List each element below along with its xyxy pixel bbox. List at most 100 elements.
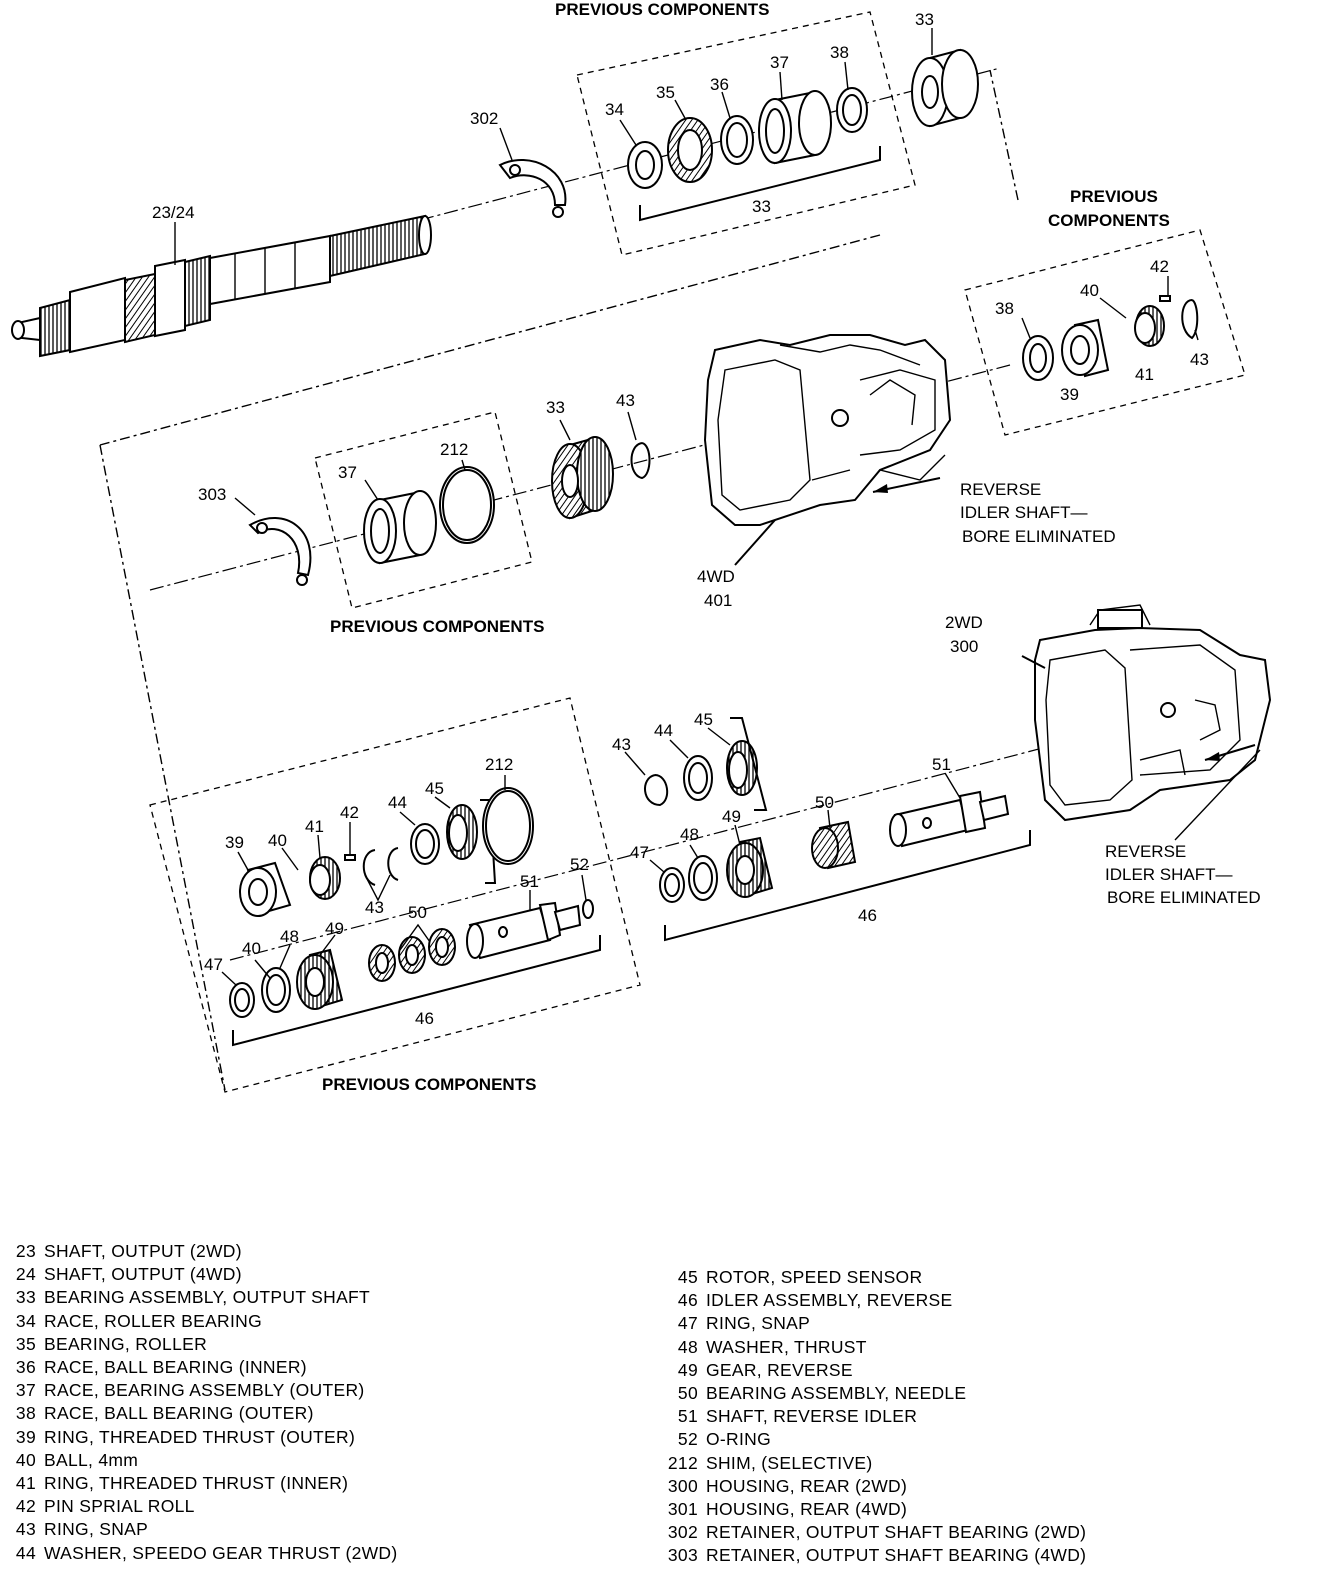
callout-50-bottom: 50 xyxy=(408,903,427,922)
bracket-46-bottom xyxy=(232,935,601,1047)
housing-4wd-401 xyxy=(703,334,952,526)
callout-47-bottom: 47 xyxy=(204,955,223,974)
threaded-ring-41-right xyxy=(1134,305,1165,347)
legend-part-number: 23 xyxy=(15,1241,36,1261)
bracket-46-bottom-right xyxy=(664,830,1031,942)
legend-part-description: RACE, BALL BEARING (OUTER) xyxy=(44,1403,314,1424)
callout-44-bottom-right: 44 xyxy=(654,721,673,740)
legend-row: 23 SHAFT, OUTPUT (2WD) xyxy=(0,1240,397,1263)
thrust-washer-48-bottom xyxy=(261,967,291,1013)
callout-46-bottom-right: 46 xyxy=(858,906,877,925)
leader-4wd xyxy=(734,519,776,566)
housing-2wd-300 xyxy=(1034,604,1272,822)
pin-42-bottom xyxy=(344,854,356,861)
callout-38: 38 xyxy=(830,43,849,62)
rotor-45-bottom-right xyxy=(726,740,758,796)
svg-text:REVERSE: REVERSE xyxy=(1105,842,1186,861)
legend-part-description: RETAINER, OUTPUT SHAFT BEARING (4WD) xyxy=(706,1545,1087,1566)
legend-part-number: 303 xyxy=(667,1545,698,1566)
callout-39: 39 xyxy=(1060,385,1079,404)
group-previous-components-middle xyxy=(314,411,533,609)
snap-ring-43-bottom-b xyxy=(387,847,399,881)
legend-part-description: RACE, ROLLER BEARING xyxy=(44,1310,262,1331)
callout-36: 36 xyxy=(710,75,729,94)
callout-38-right: 38 xyxy=(995,299,1014,318)
arrow-reverse-2 xyxy=(1205,752,1220,761)
legend-part-number: 300 xyxy=(667,1475,698,1496)
legend-part-description: ROTOR, SPEED SENSOR xyxy=(706,1267,923,1287)
bracket-45-bottom-right xyxy=(730,717,768,811)
bracket-33 xyxy=(639,146,881,222)
thrust-washer-48-bottom-right xyxy=(688,855,718,901)
legend-part-number: 51 xyxy=(677,1406,698,1427)
callout-39-bottom: 39 xyxy=(225,833,244,852)
callout-212-bottom: 212 xyxy=(485,755,513,774)
callout-303: 303 xyxy=(198,485,226,504)
legend-part-number: 302 xyxy=(667,1522,698,1543)
callout-48-bottom-right: 48 xyxy=(680,825,699,844)
legend-row: 45 ROTOR, SPEED SENSOR xyxy=(662,1266,1086,1289)
note-reverse-idler-upper: REVERSE IDLER SHAFT— BORE ELIMINATED xyxy=(960,480,1116,546)
threaded-ring-39-right xyxy=(1061,318,1110,378)
callout-33-bracket: 33 xyxy=(752,197,771,216)
callout-37-middle: 37 xyxy=(338,463,357,482)
legend-part-description: BEARING ASSEMBLY, NEEDLE xyxy=(706,1383,967,1404)
snap-ring-43-bottom-a xyxy=(362,849,376,886)
legend-row: 300 HOUSING, REAR (2WD) xyxy=(662,1475,1086,1498)
arrow-reverse-1 xyxy=(873,484,888,493)
legend-part-description: SHIM, (SELECTIVE) xyxy=(706,1452,873,1473)
bearing-roller-35 xyxy=(667,117,713,183)
reverse-idler-shaft-51-bottom xyxy=(466,901,582,960)
legend-part-number: 212 xyxy=(667,1452,698,1473)
callout-35: 35 xyxy=(656,83,675,102)
retainer-302 xyxy=(498,159,567,218)
callout-4wd: 4WD xyxy=(697,567,735,586)
retainer-303 xyxy=(248,517,312,586)
legend-part-description: BALL, 4mm xyxy=(44,1449,139,1470)
group-previous-components-top: PREVIOUS COMPONENTS xyxy=(555,0,916,256)
callout-401: 401 xyxy=(704,591,732,610)
leader-reverse-2b xyxy=(1174,749,1261,841)
legend-part-number: 36 xyxy=(15,1357,36,1378)
legend-part-description: SHAFT, OUTPUT (2WD) xyxy=(44,1241,242,1261)
callout-40: 40 xyxy=(1080,281,1099,300)
snap-ring-43-right xyxy=(1181,299,1199,340)
legend-part-number: 24 xyxy=(15,1264,36,1285)
leader-43-bottom xyxy=(364,874,391,902)
threaded-ring-39-bottom xyxy=(239,861,292,917)
legend-part-number: 43 xyxy=(15,1519,36,1540)
snap-ring-43-middle xyxy=(630,442,651,480)
callout-labels: 33 38 37 36 35 34 302 23/24 33 42 40 38 … xyxy=(152,10,1209,1028)
svg-text:IDLER SHAFT—: IDLER SHAFT— xyxy=(960,503,1088,522)
svg-text:IDLER SHAFT—: IDLER SHAFT— xyxy=(1105,865,1233,884)
leader-2wd xyxy=(1021,655,1046,669)
race-bearing-assembly-37-middle xyxy=(363,490,437,565)
legend-part-description: BEARING, ROLLER xyxy=(44,1333,208,1354)
legend-part-description: HOUSING, REAR (2WD) xyxy=(706,1475,908,1496)
output-shaft xyxy=(11,214,432,358)
legend-part-number: 49 xyxy=(677,1359,698,1380)
rotor-45-bottom xyxy=(446,804,478,860)
legend-part-number: 46 xyxy=(677,1290,698,1311)
legend-part-number: 52 xyxy=(677,1429,698,1450)
header-previous-components-top: PREVIOUS COMPONENTS xyxy=(555,0,769,19)
reverse-gear-49-bottom-right xyxy=(726,836,774,898)
legend-part-number: 47 xyxy=(677,1313,698,1334)
header-previous-right-2: COMPONENTS xyxy=(1048,211,1170,230)
assembly-axis-lines xyxy=(99,67,1151,1091)
threaded-ring-41-bottom xyxy=(309,856,341,900)
legend-part-number: 45 xyxy=(677,1267,698,1287)
legend-part-number: 40 xyxy=(15,1449,36,1470)
